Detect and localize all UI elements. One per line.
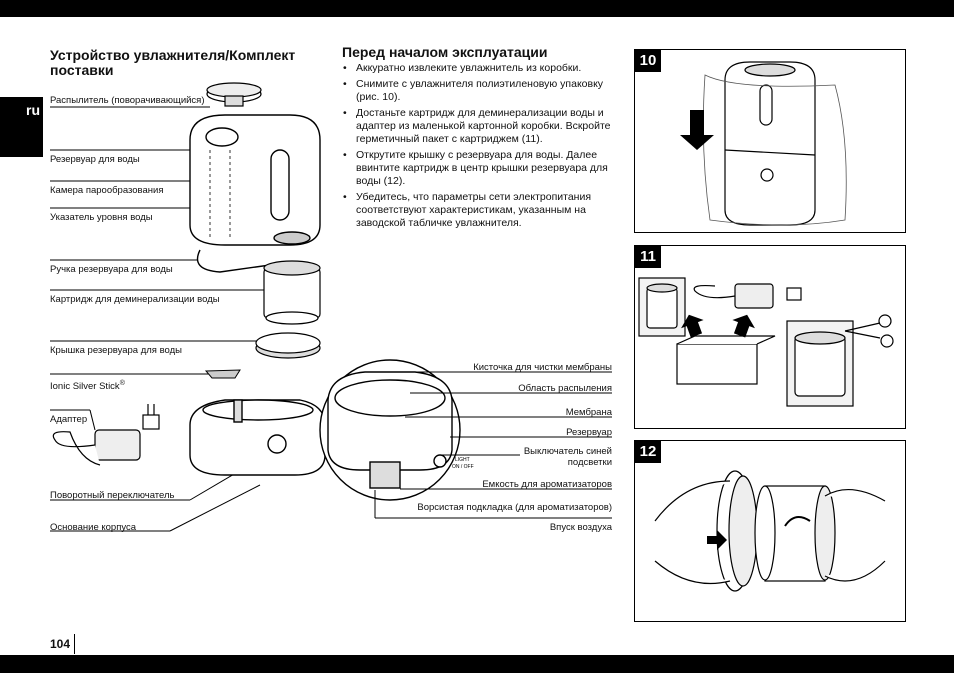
ionic-text: Ionic Silver Stick [50, 381, 120, 393]
page-number: 104 [50, 637, 71, 651]
label-spray-area: Область распыления [518, 383, 612, 394]
label-rotary-switch: Поворотный переключатель [50, 490, 175, 501]
label-tank-handle: Ручка резервуара для воды [50, 264, 173, 275]
detail-magnifier [319, 359, 461, 501]
instructions-list: Аккуратно извлеките увлажнитель из короб… [342, 62, 617, 230]
language-tab-label: ru [26, 102, 40, 118]
figure-number: 11 [635, 246, 661, 268]
label-tank-cap: Крышка резервуара для воды [50, 345, 182, 356]
label-pad: Ворсистая подкладка (для ароматизаторов) [417, 502, 612, 513]
instruction-item: Убедитесь, что параметры сети электропит… [342, 191, 617, 230]
figure-number: 12 [635, 441, 661, 463]
silver-stick-illustration [204, 369, 241, 379]
label-brush: Кисточка для чистки мембраны [473, 362, 612, 373]
top-bar [0, 0, 954, 17]
device-title: Устройство увлажнителя/Комплект поставки [50, 47, 296, 78]
figure-11-illustration [638, 277, 894, 407]
down-arrow-icon [680, 110, 714, 150]
figure-12: 12 [634, 440, 906, 622]
label-water-level: Указатель уровня воды [50, 212, 153, 223]
instruction-item: Достаньте картридж для деминерализации в… [342, 107, 617, 146]
switch-label-bottom: ON / OFF [452, 464, 474, 470]
figure-10-illustration [680, 61, 847, 226]
section-title: Перед началом эксплуатации [342, 44, 548, 60]
label-water-tank: Резервуар для воды [50, 154, 140, 165]
up-arrow-icon [732, 314, 755, 338]
label-adapter: Адаптер [50, 414, 88, 425]
language-tab: ru [0, 97, 43, 157]
figure-number: 10 [635, 50, 661, 72]
label-sprayer: Распылитель (поворачивающийся) [50, 95, 205, 106]
instruction-item: Снимите с увлажнителя полиэтиленовую упа… [342, 78, 617, 104]
label-reservoir: Резервуар [566, 427, 612, 438]
label-vapor-chamber: Камера парообразования [50, 185, 164, 196]
tank-cap-illustration [255, 332, 321, 359]
switch-label-top: LIGHT [455, 457, 470, 463]
before-use-section: Перед началом эксплуатации Аккуратно изв… [342, 44, 617, 233]
adapter-illustration [52, 404, 160, 466]
label-blue-light-switch: Выключатель синей подсветки [523, 446, 612, 468]
right-arrow-icon [707, 530, 727, 550]
label-membrane: Мембрана [565, 407, 612, 418]
cartridge-illustration [263, 260, 321, 325]
label-aroma-container: Емкость для ароматизаторов [482, 479, 612, 490]
water-tank-illustration [189, 114, 321, 273]
figure-10: 10 [634, 49, 906, 233]
instruction-item: Открутите крышку с резервуара для воды. … [342, 149, 617, 188]
ionic-registered-mark: ® [119, 380, 125, 387]
page-number-divider [74, 634, 75, 654]
label-air-intake: Впуск воздуха [549, 522, 612, 533]
label-ionic-silver-stick: Ionic Silver Stick® [50, 378, 125, 392]
base-illustration [189, 399, 326, 476]
up-arrow-icon [681, 314, 704, 338]
figure-12-illustration [654, 470, 886, 592]
label-cartridge: Картридж для деминерализации воды [50, 294, 220, 305]
sprayer-illustration [206, 82, 262, 107]
instruction-item: Аккуратно извлеките увлажнитель из короб… [342, 62, 617, 75]
figure-11: 11 [634, 245, 906, 429]
rotate-arrow-icon [784, 516, 811, 527]
label-base: Основание корпуса [50, 522, 137, 533]
bottom-bar [0, 655, 954, 673]
